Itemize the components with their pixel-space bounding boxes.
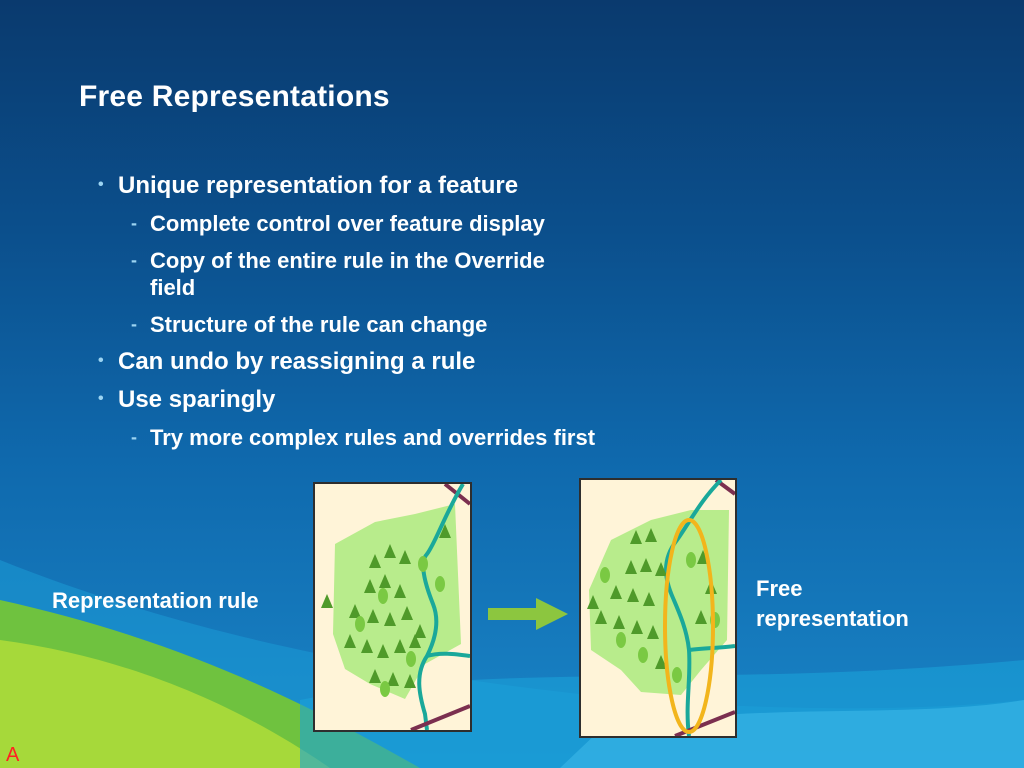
map-illustration [587, 480, 735, 736]
map-illustration [321, 484, 470, 730]
sub-bullet-item: - Structure of the rule can change [98, 311, 738, 338]
map-free-representation [579, 478, 737, 738]
bullet-text: Use sparingly [118, 386, 276, 413]
dash-icon: - [131, 250, 137, 270]
sub-bullet-text: Complete control over feature display [150, 211, 545, 236]
bullet-dot-icon: • [98, 352, 104, 369]
sub-bullet-item: - Complete control over feature display [98, 210, 738, 237]
arrow-right-icon [488, 598, 568, 630]
caption-representation-rule: Representation rule [52, 588, 259, 613]
sub-bullet-text: Copy of the entire rule in the Override … [150, 248, 545, 300]
dash-icon: - [131, 213, 137, 233]
bullet-text: Can undo by reassigning a rule [118, 348, 476, 375]
caption-free-representation: Free representation [756, 576, 909, 631]
bullet-item: • Can undo by reassigning a rule [98, 348, 738, 376]
bullet-dot-icon: • [98, 176, 104, 193]
bullet-list: • Unique representation for a feature - … [98, 172, 738, 461]
bullet-item: • Unique representation for a feature [98, 172, 738, 200]
sub-bullet-text: Try more complex rules and overrides fir… [150, 425, 596, 450]
bullet-item: • Use sparingly [98, 386, 738, 414]
slide-title: Free Representations [79, 80, 390, 113]
dash-icon: - [131, 427, 137, 447]
sub-bullet-text: Structure of the rule can change [150, 312, 488, 337]
sub-bullet-item: - Try more complex rules and overrides f… [98, 424, 738, 451]
bullet-dot-icon: • [98, 390, 104, 407]
dash-icon: - [131, 314, 137, 334]
corner-mark: A [6, 744, 20, 766]
bullet-text: Unique representation for a feature [118, 172, 519, 199]
map-representation-rule [313, 482, 472, 732]
sub-bullet-item: - Copy of the entire rule in the Overrid… [98, 247, 550, 301]
